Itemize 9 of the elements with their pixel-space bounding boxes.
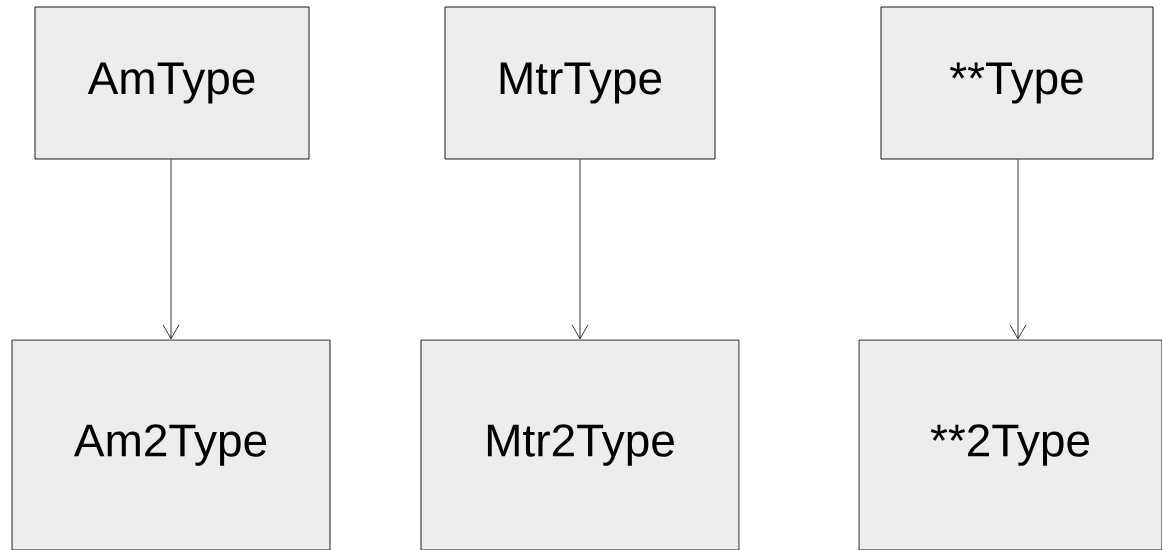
type-box: **2Type (858, 339, 1162, 550)
type-box: **Type (880, 6, 1154, 160)
type-box: AmType (34, 6, 310, 160)
arrow (162, 159, 180, 340)
arrow (571, 159, 589, 340)
arrow (1009, 159, 1027, 340)
type-box: Am2Type (11, 339, 331, 550)
type-box: Mtr2Type (420, 339, 740, 550)
type-box: MtrType (444, 6, 716, 160)
